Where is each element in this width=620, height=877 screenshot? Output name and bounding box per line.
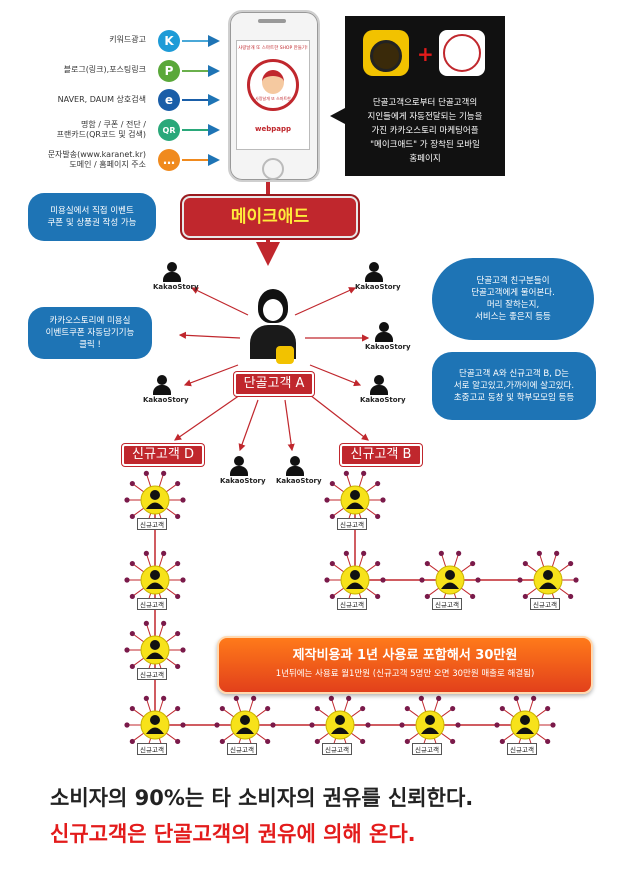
info-box-pointer xyxy=(330,108,345,124)
qr-code-icon: QR xyxy=(158,119,180,141)
new-customer-node-label: 신규고객 xyxy=(322,743,352,755)
kakaostory-user: KakaoStory xyxy=(143,375,189,404)
new-customer-node: 신규고객 xyxy=(321,466,389,534)
new-customer-node: 신규고객 xyxy=(121,616,189,684)
kakao-phone-icon xyxy=(276,346,294,364)
new-customer-node: 신규고객 xyxy=(211,691,279,759)
new-customer-node-label: 신규고객 xyxy=(227,743,257,755)
new-customer-node-label: 신규고객 xyxy=(412,743,442,755)
source-label-search: NAVER, DAUM 상호검색 xyxy=(57,95,146,104)
new-customer-node-label: 신규고객 xyxy=(137,743,167,755)
direct-event-bubble: 미용실에서 직접 이벤트 쿠폰 및 상품권 작성 가능 xyxy=(28,193,156,241)
new-customer-node: 신규고객 xyxy=(121,546,189,614)
info-box-text: 단골고객으로부터 단골고객의 지인들에게 자동전달되는 기능을 가진 카카오스토… xyxy=(367,98,483,164)
cost-box: 제작비용과 1년 사용료 포함해서 30만원 1년뒤에는 사용료 월1만원 (신… xyxy=(217,636,593,694)
sms-icon: … xyxy=(158,149,180,171)
new-customer-node: 신규고객 xyxy=(306,691,374,759)
blog-icon: P xyxy=(158,60,180,82)
new-customer-node: 신규고객 xyxy=(396,691,464,759)
cost-headline: 제작비용과 1년 사용료 포함해서 30만원 xyxy=(292,648,518,663)
new-customer-node-label: 신규고객 xyxy=(432,598,462,610)
kakaostory-user: KakaoStory xyxy=(220,456,266,485)
search-engine-icon: e xyxy=(158,89,180,111)
character-logo: 사랑날개 또 스마트한 xyxy=(247,59,299,111)
kakaostory-user: KakaoStory xyxy=(355,262,401,291)
makead-info-box: + 단골고객으로부터 단골고객의 지인들에게 자동전달되는 기능을 가진 카카오… xyxy=(345,16,505,176)
regular-customer-figure xyxy=(242,285,304,367)
new-customer-node-label: 신규고객 xyxy=(530,598,560,610)
regular-customer-label: 단골고객 A xyxy=(234,372,314,396)
source-label-sms: 문자발송(www.karanet.kr) 도메인 / 홈페이지 주소 xyxy=(47,150,146,169)
new-customer-node: 신규고객 xyxy=(121,466,189,534)
new-customer-node-label: 신규고객 xyxy=(137,668,167,680)
kakaostory-user: KakaoStory xyxy=(276,456,322,485)
new-customer-node: 신규고객 xyxy=(514,546,582,614)
new-customer-node: 신규고객 xyxy=(491,691,559,759)
source-label-blog: 블로그(링크),포스팅링크 xyxy=(63,65,146,74)
relationship-bubble: 단골고객 A와 신규고객 B, D는 서로 알고있고,가까이에 살고있다. 초중… xyxy=(432,352,596,420)
new-customer-node-label: 신규고객 xyxy=(137,518,167,530)
new-customer-node-label: 신규고객 xyxy=(337,518,367,530)
plus-icon: + xyxy=(417,42,434,66)
phone-sign: 사랑날개 또 스마트한 xyxy=(255,96,291,101)
bottom-conclusion: 신규고객은 단골고객의 권유에 의해 온다. xyxy=(50,822,416,846)
kakao-camera-icon xyxy=(363,30,409,76)
new-customer-node-label: 신규고객 xyxy=(137,598,167,610)
phone-speaker xyxy=(258,19,286,23)
friends-ask-bubble: 단골고객 친구분들이 단골고객에게 물어본다. 머리 잘하는지, 서비스는 좋은… xyxy=(432,258,594,340)
new-customer-node: 신규고객 xyxy=(121,691,189,759)
phone-screen: 사랑날개 또 스마트한 SHOP 만들기! 사랑날개 또 스마트한 webpap… xyxy=(236,40,310,150)
character-app-icon xyxy=(439,30,485,76)
phone-header: 사랑날개 또 스마트한 SHOP 만들기! xyxy=(238,46,308,51)
source-label-print: 명함 / 쿠폰 / 전단 / 프랜카드(QR코드 및 검색) xyxy=(56,120,146,139)
new-customer-node: 신규고객 xyxy=(416,546,484,614)
new-customer-b-label: 신규고객 B xyxy=(340,444,422,466)
keyword-ad-icon: K xyxy=(158,30,180,52)
kakao-coupon-bubble: 카카오스토리에 미용실 이벤트쿠폰 자동담기기능 클릭 ! xyxy=(28,307,152,359)
kakaostory-user: KakaoStory xyxy=(360,375,406,404)
new-customer-node-label: 신규고객 xyxy=(337,598,367,610)
banner-label: 메이크애드 xyxy=(230,207,310,227)
home-button xyxy=(262,158,284,180)
new-customer-node-label: 신규고객 xyxy=(507,743,537,755)
phone-brand: webpapp xyxy=(255,125,291,133)
new-customer-d-label: 신규고객 D xyxy=(122,444,204,466)
kakaostory-user: KakaoStory xyxy=(365,322,411,351)
kakaostory-user: KakaoStory xyxy=(153,262,199,291)
new-customer-node: 신규고객 xyxy=(321,546,389,614)
bottom-statement: 소비자의 90%는 타 소비자의 권유를 신뢰한다. xyxy=(50,786,474,810)
cost-detail: 1년뒤에는 사용료 월1만원 (신규고객 5명만 오면 30만원 매출로 해결됨… xyxy=(275,669,535,679)
source-label-keyword: 키워드광고 xyxy=(109,35,146,44)
makead-banner: 메이크애드 xyxy=(182,196,358,238)
